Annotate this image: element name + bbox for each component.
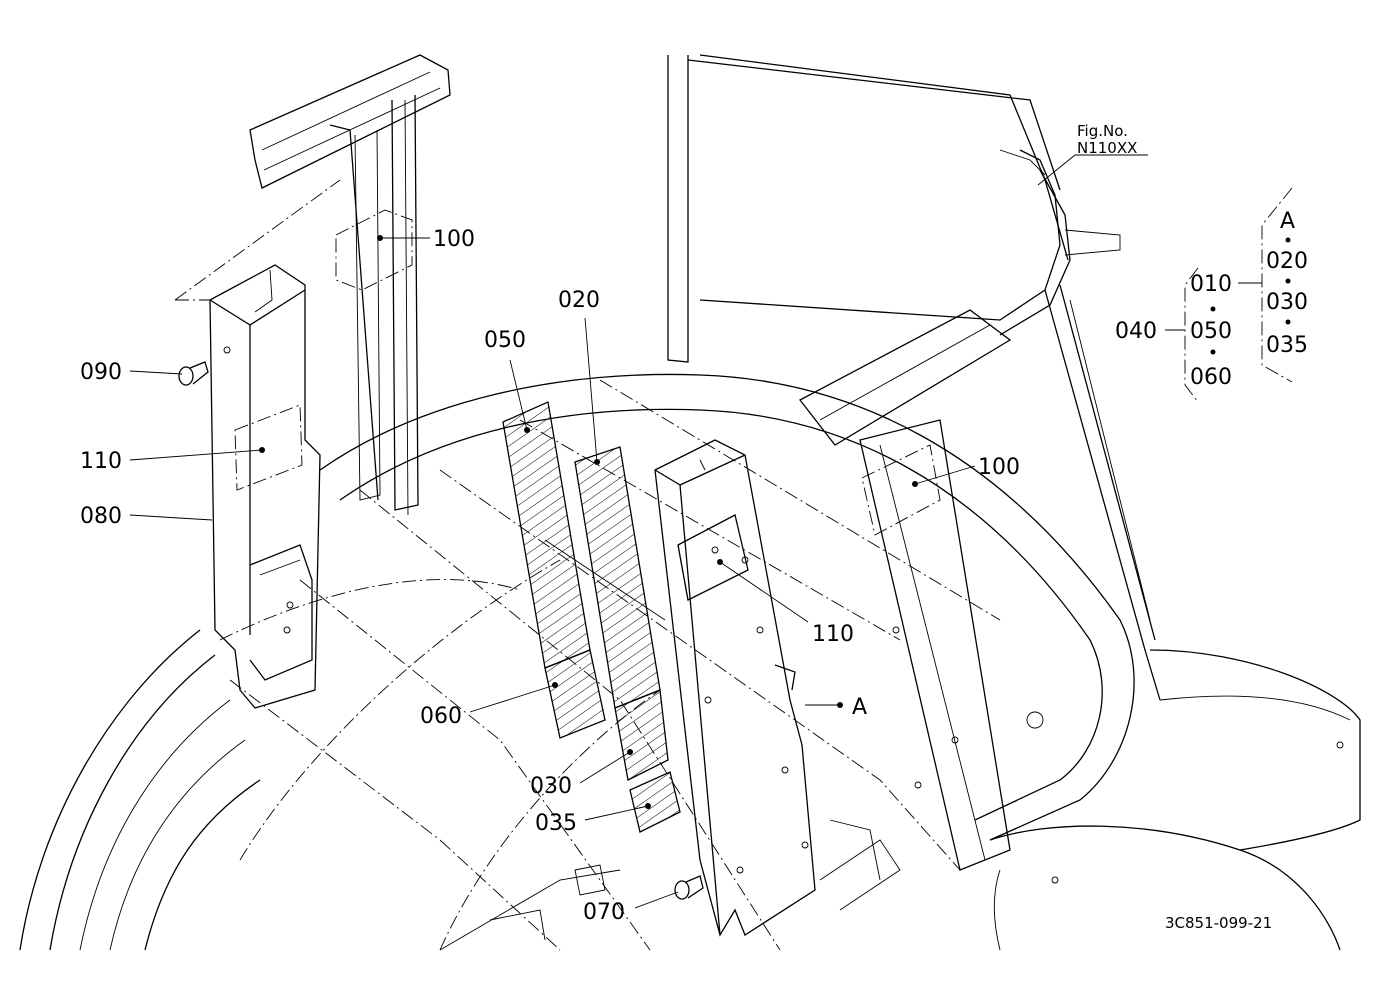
kit-item-A: A (1280, 209, 1295, 234)
figure-ref-number: N110XX (1077, 139, 1137, 157)
callout-090: 090 (80, 360, 122, 385)
drawing-number: 3C851-099-21 (1165, 914, 1272, 932)
kit-item-020: 020 (1266, 249, 1308, 274)
leader-lines (129, 154, 1148, 909)
callout-020: 020 (558, 288, 600, 313)
part-100-pad-left (335, 209, 413, 291)
callout-110-right: 110 (812, 622, 854, 647)
callout-100-right: 100 (978, 455, 1020, 480)
part-035-strip (629, 771, 681, 833)
kit-item-030: 030 (1266, 290, 1308, 315)
callout-100-left: 100 (433, 227, 475, 252)
part-080-bracket (209, 264, 321, 709)
kit-composition: 040 010 050 060 A 020 030 035 (1115, 187, 1308, 403)
part-050-strip (502, 401, 591, 669)
callout-070: 070 (583, 900, 625, 925)
callout-080: 080 (80, 504, 122, 529)
figure-ref-label: Fig.No. (1077, 122, 1128, 140)
kit-item-035: 035 (1266, 333, 1308, 358)
part-060-strip (544, 649, 606, 739)
kit-item-060: 060 (1190, 365, 1232, 390)
bolt-090 (178, 361, 209, 386)
cab-frame (19, 54, 1361, 951)
bolt-070 (674, 875, 704, 900)
kit-assembly-040: 040 (1115, 319, 1157, 344)
callout-A: A (852, 695, 867, 720)
callout-030: 030 (530, 774, 572, 799)
kit-item-010: 010 (1190, 272, 1232, 297)
part-100-pad-right (861, 444, 941, 536)
part-A-bracket (654, 439, 816, 937)
callout-060: 060 (420, 704, 462, 729)
part-110-pad-left (234, 404, 303, 491)
callout-050: 050 (484, 328, 526, 353)
callout-110-left: 110 (80, 449, 122, 474)
kit-item-050: 050 (1190, 319, 1232, 344)
callout-035: 035 (535, 811, 577, 836)
